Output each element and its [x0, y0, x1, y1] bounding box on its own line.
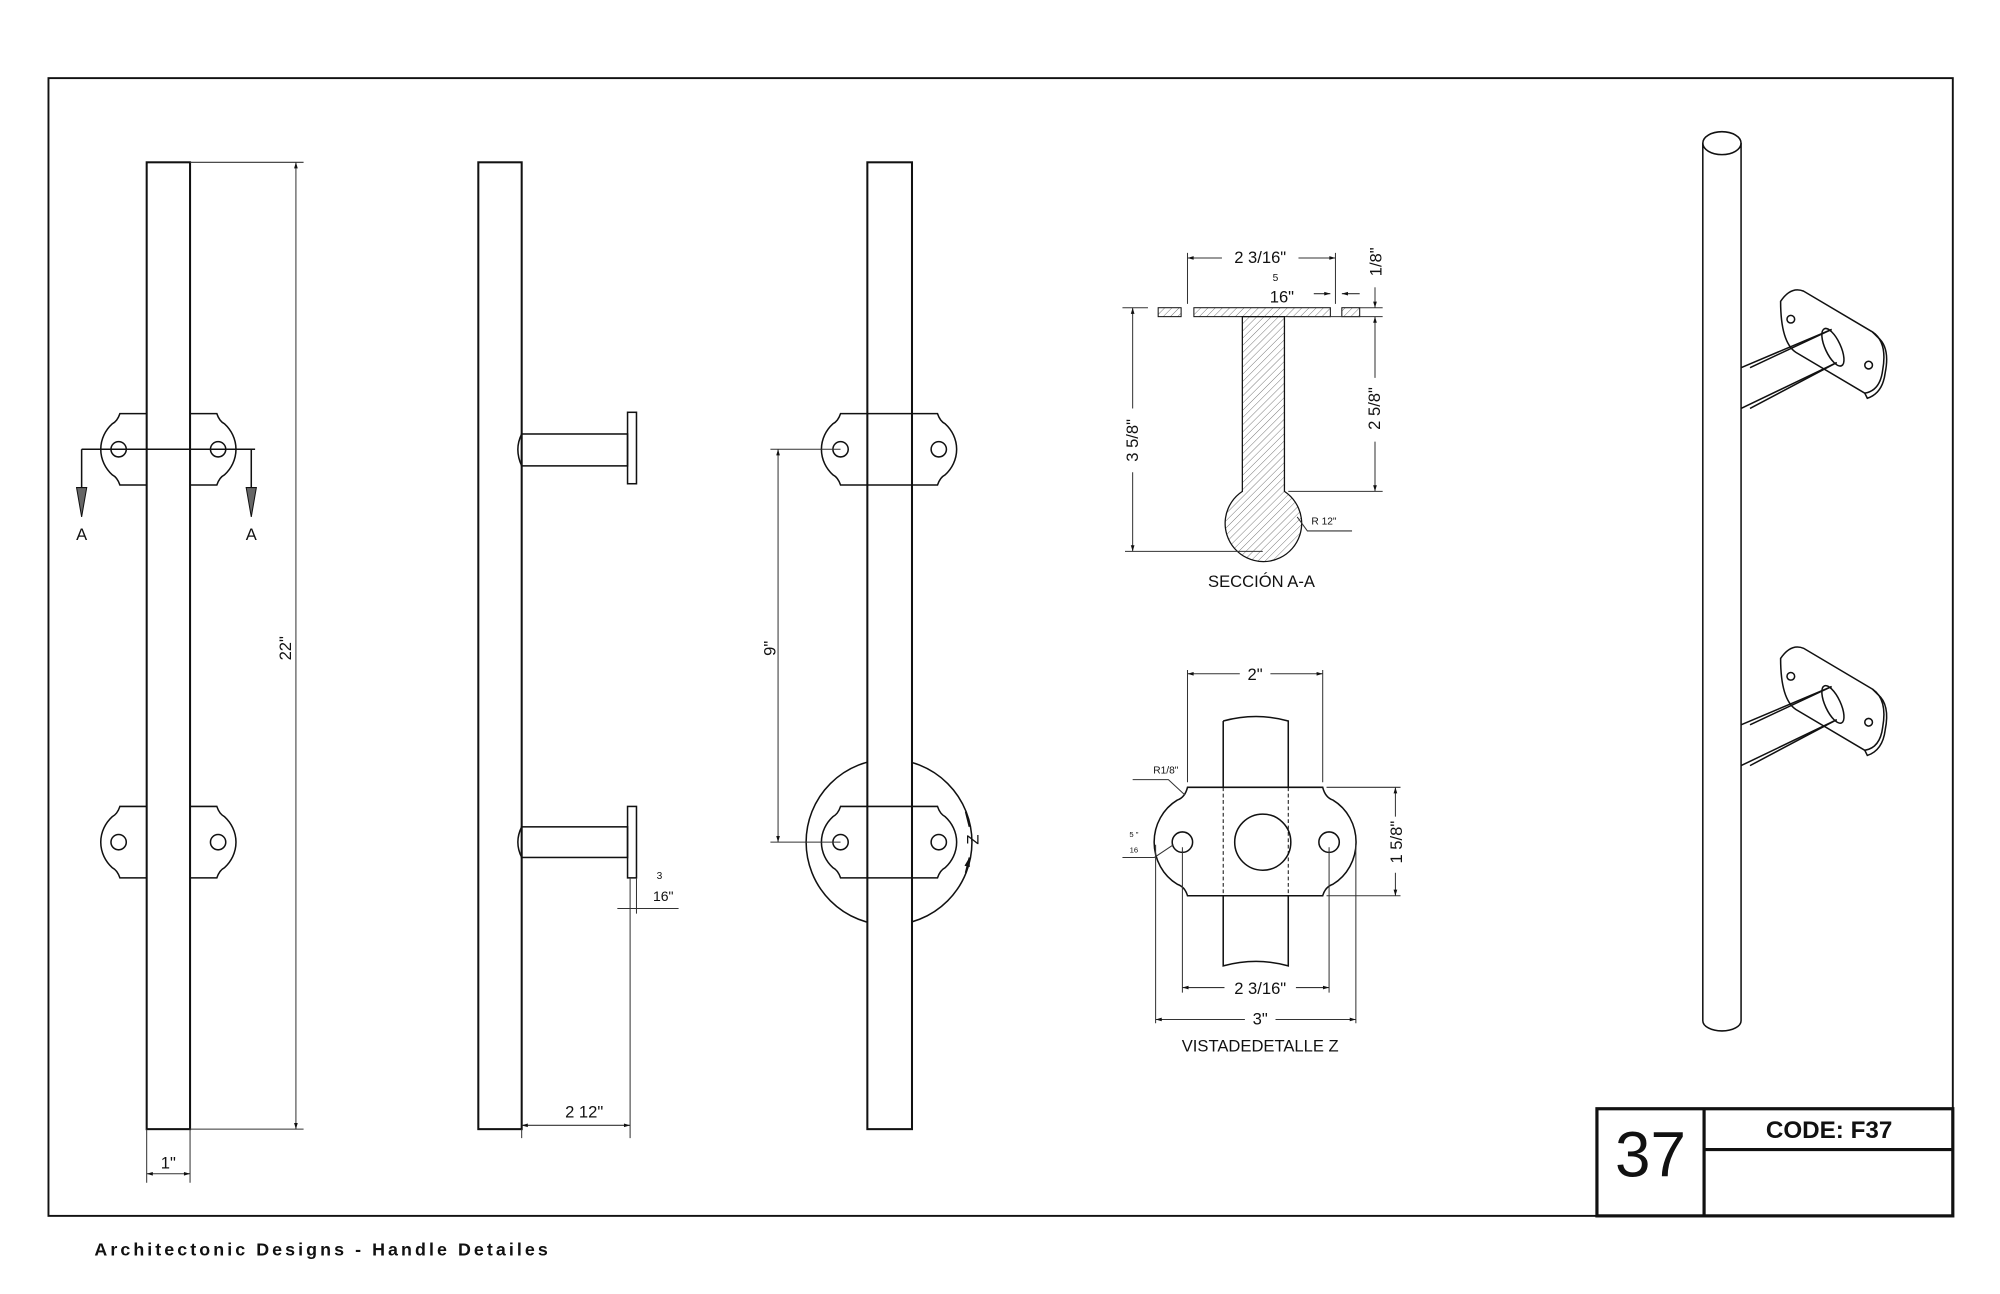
- sheet-border: [47, 77, 1954, 1217]
- section-title: SECCIÓN A-A: [1208, 572, 1316, 591]
- plate-thickness-den: 16": [653, 888, 674, 904]
- height-dimension: 22": [276, 636, 295, 660]
- section-label-left: A: [76, 525, 88, 544]
- hole-dim-den: 16": [1270, 288, 1294, 307]
- front-view: A A 22" 1": [75, 161, 304, 1183]
- section-a-a: 2 3/16" 5 16" 1/8" 3 5/8" 2 5/8" R 12" S…: [1122, 246, 1385, 591]
- side-view: 2 12" 3 16": [477, 161, 679, 1139]
- tube-end: [1702, 130, 1742, 156]
- width-dimension: 1": [161, 1154, 176, 1173]
- hole-dim-num: 5 ": [1129, 830, 1138, 839]
- width-dimension: 2 3/16": [1234, 248, 1286, 267]
- isometric-view: [1702, 130, 1888, 1032]
- back-view: 9" Z: [761, 161, 982, 1131]
- section-label-right: A: [246, 525, 258, 544]
- footer-title: Architectonic Designs - Handle Detailes: [94, 1239, 551, 1259]
- handle-bar: [866, 161, 914, 1131]
- hole-dim-den: 16: [1130, 845, 1139, 854]
- spacing-dimension: 9": [761, 641, 780, 656]
- projection-dimension: 2 12": [565, 1103, 603, 1122]
- height-dimension: 1 5/8": [1387, 821, 1406, 864]
- iso-plate-top: [1779, 289, 1888, 400]
- flange-dimension: 1/8": [1366, 247, 1385, 276]
- drawing-code: CODE: F37: [1766, 1117, 1893, 1144]
- handle-bar: [145, 161, 192, 1131]
- radius-dimension: R1/8": [1153, 765, 1179, 776]
- top-width-dimension: 2": [1248, 665, 1263, 684]
- iso-plate-bottom: [1779, 646, 1888, 757]
- total-height-dimension: 3 5/8": [1123, 419, 1142, 462]
- title-block: 37 CODE: F37: [1595, 1107, 1955, 1218]
- total-width-dimension: 3": [1253, 1010, 1268, 1029]
- sheet-number: 37: [1615, 1118, 1686, 1190]
- hole-dim-num: 5: [1273, 273, 1279, 284]
- detail-z: 2" R1/8" 5 " 16 1 5/8" 2 3/16" 3" VISTAD…: [1122, 663, 1406, 1055]
- detail-title: VISTADEDETALLE Z: [1182, 1036, 1339, 1055]
- detail-z-label: Z: [963, 835, 982, 845]
- stem-height-dimension: 2 5/8": [1365, 387, 1384, 430]
- handle-bar: [477, 161, 523, 1131]
- hole-spacing-dimension: 2 3/16": [1234, 979, 1286, 998]
- radius-dimension: R 12": [1311, 517, 1337, 528]
- plate-thickness-num: 3: [657, 871, 663, 882]
